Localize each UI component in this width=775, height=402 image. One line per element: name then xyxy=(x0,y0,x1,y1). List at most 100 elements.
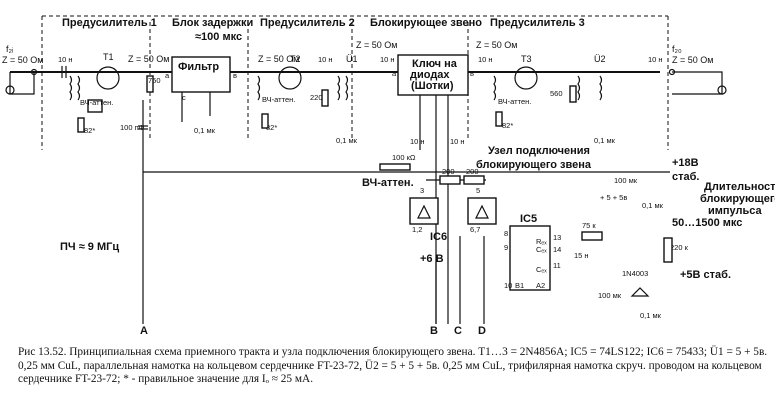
t1-label: T1 xyxy=(103,52,114,62)
input-port-impedance: Z = 50 Ом xyxy=(2,55,43,65)
svg-text:в: в xyxy=(233,71,237,80)
filter-title: Фильтр xyxy=(178,61,219,73)
ic6-gate-b xyxy=(467,197,497,225)
svg-text:0,1 мк: 0,1 мк xyxy=(336,136,358,145)
impedance-label-2: Z = 50 Ом xyxy=(258,54,299,64)
svg-text:75 к: 75 к xyxy=(582,221,596,230)
transformer-coil-1 xyxy=(69,75,73,101)
svg-text:0,1 мк: 0,1 мк xyxy=(594,136,616,145)
resistor-220 xyxy=(321,89,329,107)
svg-text:82*: 82* xyxy=(266,123,277,132)
svg-text:ВЧ-аттен.: ВЧ-аттен. xyxy=(262,95,295,104)
vcc-6v-label: +6 В xyxy=(420,253,444,265)
svg-text:100 мк: 100 мк xyxy=(598,291,622,300)
svg-text:a: a xyxy=(392,69,397,78)
svg-text:220 к: 220 к xyxy=(670,243,689,252)
svg-text:10 н: 10 н xyxy=(58,55,73,64)
potentiometer-220k xyxy=(663,237,673,263)
section-title-pre1: Предусилитель 1 xyxy=(62,17,157,29)
resistor-82-3 xyxy=(495,111,503,127)
svg-text:10 н: 10 н xyxy=(318,55,333,64)
svg-text:ВЧ-аттен.: ВЧ-аттен. xyxy=(498,97,531,106)
t3-label: T3 xyxy=(521,54,532,64)
svg-text:1N4003: 1N4003 xyxy=(622,269,648,278)
atten-label-main: ВЧ-аттен. xyxy=(362,177,414,189)
bus-label-b: B xyxy=(430,325,438,337)
svg-text:+ 5 + 5в: + 5 + 5в xyxy=(600,193,627,202)
svg-text:в: в xyxy=(470,69,474,78)
switch-title: Ключ на xyxy=(412,58,458,70)
impedance-label-3: Z = 50 Ом xyxy=(356,40,397,50)
u1-label: Ü1 xyxy=(346,54,358,64)
resistor-750 xyxy=(146,75,154,93)
output-port-name: f₂₀ xyxy=(672,44,682,54)
svg-text:8: 8 xyxy=(504,229,508,238)
svg-text:82*: 82* xyxy=(502,121,513,130)
duration-1: Длительность xyxy=(704,181,775,193)
svg-text:100 мк: 100 мк xyxy=(614,176,638,185)
svg-text:100 кΩ: 100 кΩ xyxy=(392,153,416,162)
svg-text:10 н: 10 н xyxy=(450,137,465,146)
vcc-18v-label: +18В xyxy=(672,157,699,169)
svg-text:15 н: 15 н xyxy=(574,251,589,260)
u2-label: Ü2 xyxy=(594,54,606,64)
impedance-label-4: Z = 50 Ом xyxy=(476,40,517,50)
svg-text:220: 220 xyxy=(310,93,323,102)
svg-text:10 н: 10 н xyxy=(648,55,663,64)
svg-text:0,1 мк: 0,1 мк xyxy=(642,201,664,210)
svg-text:9: 9 xyxy=(504,243,508,252)
resistor-560 xyxy=(569,85,577,103)
svg-text:5: 5 xyxy=(476,186,480,195)
section-title-pre3: Предусилитель 3 xyxy=(490,17,585,29)
transformer-u2 xyxy=(577,75,581,101)
output-connector xyxy=(717,85,727,95)
ic6-label: IC6 xyxy=(430,231,447,243)
caption-lead: Рис 13.52. xyxy=(18,346,67,358)
svg-text:B1: B1 xyxy=(515,281,524,290)
svg-text:10 н: 10 н xyxy=(478,55,493,64)
resistor-82-2 xyxy=(261,113,269,129)
output-port-impedance: Z = 50 Ом xyxy=(672,55,713,65)
t2-label: T2 xyxy=(290,54,301,64)
transistor-t3 xyxy=(514,66,538,90)
svg-text:10 н: 10 н xyxy=(410,137,425,146)
svg-text:Rₑₓ: Rₑₓ xyxy=(536,237,547,246)
bus-label-a: A xyxy=(140,325,148,337)
duration-2: блокирующего xyxy=(700,193,775,205)
transistor-t1 xyxy=(96,66,120,90)
svg-text:560: 560 xyxy=(550,89,563,98)
svg-text:1,2: 1,2 xyxy=(412,225,422,234)
svg-text:Cₑₓ: Cₑₓ xyxy=(536,265,547,274)
svg-text:13: 13 xyxy=(553,233,561,242)
caption-text: Принципиальная схема приемного тракта и … xyxy=(18,346,768,386)
duration-4: 50…1500 мкс xyxy=(672,217,742,229)
svg-text:200: 200 xyxy=(442,167,455,176)
svg-text:100 пФ: 100 пФ xyxy=(120,123,145,132)
resistor-75k xyxy=(581,231,603,241)
resistor-200-a xyxy=(439,175,461,185)
impedance-label-1: Z = 50 Ом xyxy=(128,54,169,64)
stab-label-1: стаб. xyxy=(672,171,699,183)
svg-text:Cₑₓ: Cₑₓ xyxy=(536,245,547,254)
ic6-gate-a xyxy=(409,197,439,225)
svg-text:11: 11 xyxy=(553,261,561,270)
delay-time: ≈100 мкс xyxy=(195,31,242,43)
svg-text:82*: 82* xyxy=(84,126,95,135)
svg-text:10 н: 10 н xyxy=(380,55,395,64)
svg-text:6,7: 6,7 xyxy=(470,225,480,234)
node-title-2: блокирующего звена xyxy=(476,159,592,171)
duration-3: импульса xyxy=(708,205,763,217)
svg-text:0,1 мк: 0,1 мк xyxy=(640,311,662,320)
input-connector xyxy=(5,85,15,95)
bus-label-c: C xyxy=(454,325,462,337)
if-frequency-label: ПЧ ≈ 9 МГц xyxy=(60,241,119,253)
atten-label-1: ВЧ-аттен. xyxy=(80,98,113,107)
svg-text:a: a xyxy=(165,71,170,80)
vcc-5v-label: +5В стаб. xyxy=(680,269,731,281)
svg-text:0,1 мк: 0,1 мк xyxy=(194,126,216,135)
section-title-block: Блокирующее звено xyxy=(370,17,482,29)
section-title-pre2: Предусилитель 2 xyxy=(260,17,355,29)
section-title-delay: Блок задержки xyxy=(172,17,253,29)
svg-text:750: 750 xyxy=(148,76,161,85)
schottky-switch-block xyxy=(397,54,469,96)
